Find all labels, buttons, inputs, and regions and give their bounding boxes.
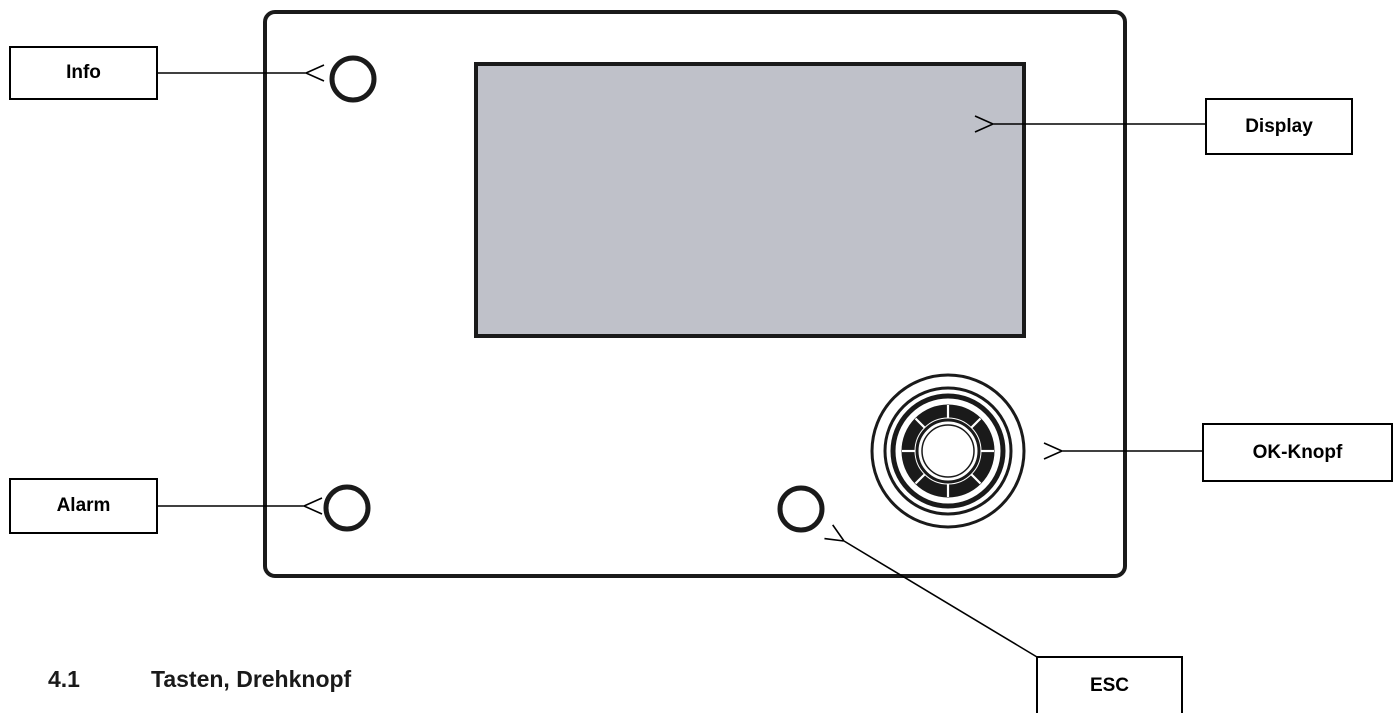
alarm-button[interactable] xyxy=(323,484,371,532)
info-button[interactable] xyxy=(329,55,377,103)
alarm-label-text: Alarm xyxy=(56,495,111,516)
esc-label: ESC xyxy=(1036,656,1183,713)
ok-knob[interactable] xyxy=(870,373,1026,529)
esc-leader-arrow xyxy=(844,541,1038,658)
alarm-label: Alarm xyxy=(9,478,158,534)
esc-button[interactable] xyxy=(777,485,825,533)
info-label-text: Info xyxy=(66,62,101,83)
display-label-text: Display xyxy=(1245,115,1313,137)
info-label: Info xyxy=(9,46,158,100)
esc-label-text: ESC xyxy=(1089,674,1130,696)
knob-grip-notches xyxy=(902,405,994,497)
display-label: Display xyxy=(1205,98,1353,155)
section-heading: 4.1 Tasten, Drehknopf xyxy=(48,666,351,693)
section-title: Tasten, Drehknopf xyxy=(151,666,352,692)
ok-knob-label: OK-Knopf xyxy=(1202,423,1393,482)
ok-knob-label-text: OK-Knopf xyxy=(1252,441,1343,463)
section-number: 4.1 xyxy=(48,666,80,692)
display-screen xyxy=(474,62,1026,338)
